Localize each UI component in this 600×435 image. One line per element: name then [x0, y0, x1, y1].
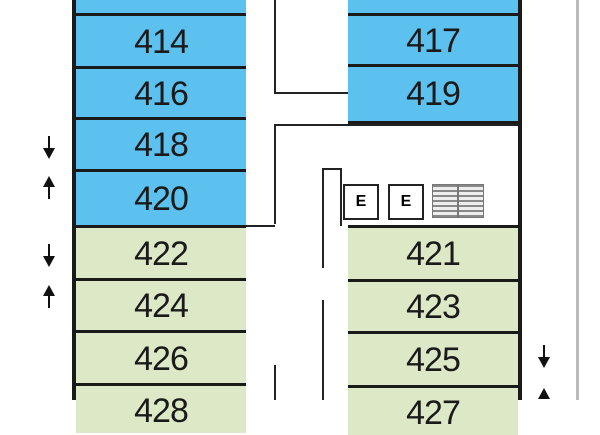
corridor-wall [322, 168, 324, 268]
cabin-423[interactable]: 423 [348, 279, 518, 333]
corridor-wall [274, 124, 518, 126]
cabin-418[interactable]: 418 [76, 117, 246, 171]
cabin-412[interactable]: 412 [76, 0, 246, 16]
cabin-425[interactable]: 425 [348, 331, 518, 387]
cabin-421[interactable]: 421 [348, 225, 518, 281]
corridor-wall [274, 124, 276, 224]
cabin-417[interactable]: 417 [348, 16, 518, 66]
corridor-wall [274, 365, 276, 400]
cabin-415[interactable]: 415 [348, 0, 518, 16]
cabin-422[interactable]: 422 [76, 225, 246, 280]
deck-edge-line [576, 0, 579, 400]
cabin-427[interactable]: 427 [348, 385, 518, 435]
cabin-426[interactable]: 426 [76, 330, 246, 385]
corridor-wall [322, 168, 342, 170]
cabin-419[interactable]: 419 [348, 64, 518, 124]
corridor-wall [322, 300, 324, 400]
cabin-420[interactable]: 420 [76, 169, 246, 227]
cabin-424[interactable]: 424 [76, 278, 246, 332]
elevator-2: E [388, 184, 424, 220]
corridor-wall [245, 225, 275, 227]
hull-starboard-wall [518, 0, 522, 400]
corridor-wall [274, 92, 348, 94]
cabin-414[interactable]: 414 [76, 16, 246, 68]
elevator-1: E [343, 184, 379, 220]
corridor-wall [340, 168, 342, 226]
cabin-416[interactable]: 416 [76, 66, 246, 120]
cabin-428[interactable]: 428 [76, 383, 246, 433]
corridor-wall [274, 0, 276, 92]
stairs-icon [432, 184, 484, 218]
hull-port-wall [72, 0, 76, 400]
